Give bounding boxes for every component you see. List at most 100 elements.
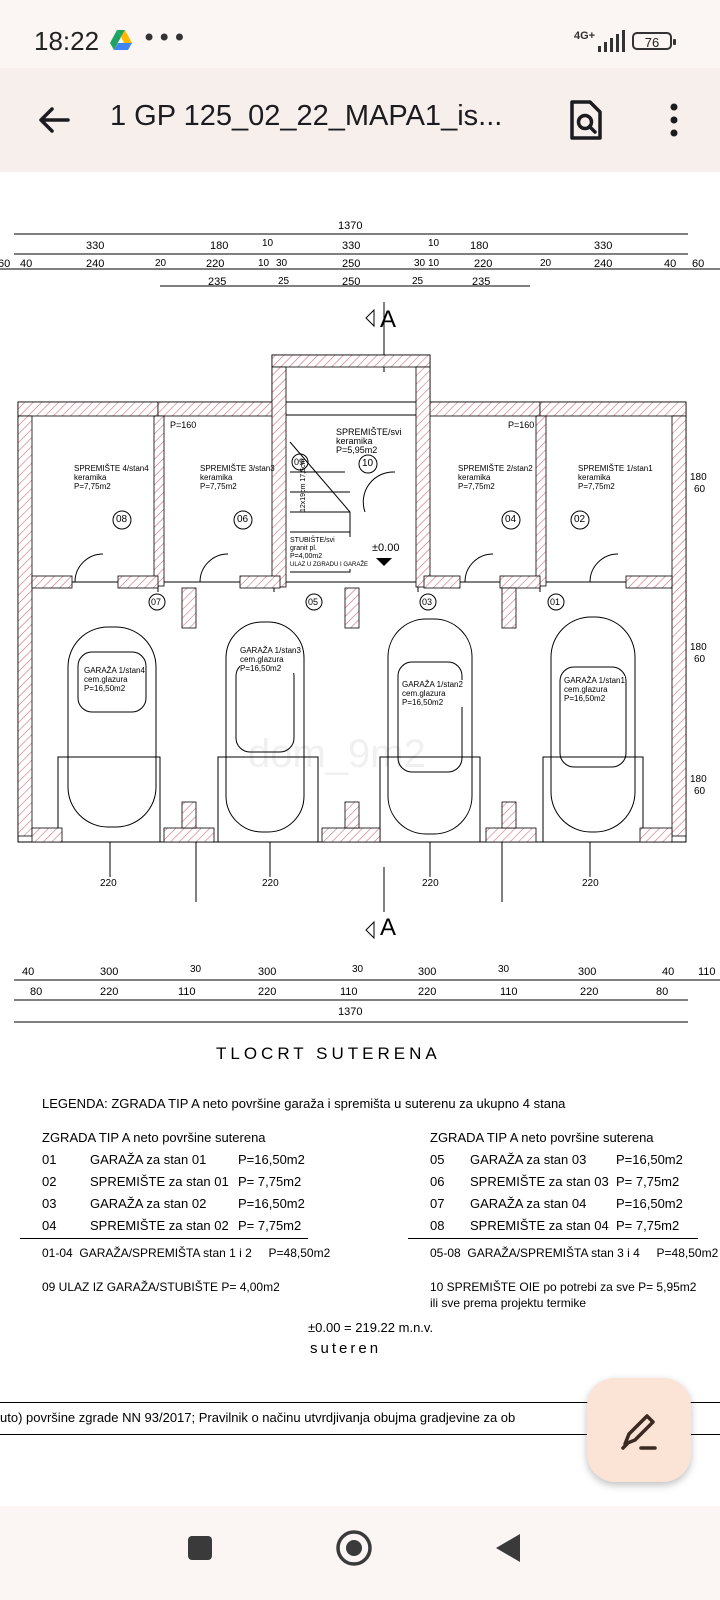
room-number: 04 — [505, 514, 517, 525]
room-number: 08 — [116, 514, 128, 525]
dim-bottom: 110 — [340, 986, 358, 998]
search-document-icon[interactable] — [564, 98, 608, 142]
watermark: dom_9m2 — [248, 732, 426, 776]
dim-bottom: 300 — [418, 966, 437, 978]
elevation-note: ±0.00 = 219.22 m.n.v. — [308, 1320, 434, 1335]
dim-top: 10 — [428, 258, 440, 269]
legend-divider — [408, 1238, 698, 1239]
legend-title: LEGENDA: ZGRADA TIP A neto površine gara… — [42, 1096, 566, 1111]
legend-left-extra: 09 ULAZ IZ GARAŽA/STUBIŠTE P= 4,00m2 — [42, 1280, 280, 1294]
legend-left-total: 01-04 GARAŽA/SPREMIŠTA stan 1 i 2 P=48,5… — [42, 1246, 331, 1260]
legend-right-total: 05-08 GARAŽA/SPREMIŠTA stan 3 i 4 P=48,5… — [430, 1246, 719, 1260]
dim-top: 10 — [262, 238, 274, 249]
room-number: 05 — [308, 597, 319, 607]
room-07-label: GARAŽA 1/stan4 cem.glazura P=16,50m2 — [84, 666, 145, 693]
dim: 60 — [694, 484, 706, 495]
dim-top: 40 — [664, 258, 677, 270]
dim-top: 60 — [0, 258, 11, 270]
legend-right-extra: ili sve prema projektu termike — [430, 1296, 587, 1310]
dim: 60 — [694, 786, 706, 797]
dim-bottom: 40 — [22, 966, 35, 978]
dim-top: 30 — [276, 258, 288, 269]
dim-top: 330 — [594, 240, 613, 252]
dim-bottom: 220 — [418, 986, 437, 998]
dim-bottom: 40 — [662, 966, 675, 978]
dim-top: 25 — [412, 276, 424, 287]
room-number: 02 — [574, 514, 586, 525]
dim-bottom: 30 — [352, 964, 364, 975]
edit-pen-icon — [621, 1414, 657, 1450]
system-nav-bar — [0, 1506, 720, 1600]
dim-top: 330 — [86, 240, 105, 252]
floor-plan-drawing — [0, 233, 720, 1023]
dim-bottom: 110 — [698, 966, 716, 978]
room-04-label: SPREMIŠTE 2/stan2 keramika P=7,75m2 — [458, 464, 533, 491]
footer-rule — [0, 1434, 720, 1435]
dim: 220 — [582, 878, 599, 889]
dim-p160: P=160 — [508, 420, 535, 430]
document-title: 1 GP 125_02_22_MAPA1_is... — [110, 100, 503, 132]
dim-bottom: 30 — [190, 964, 202, 975]
drawing-heading: TLOCRT SUTERENA — [216, 1044, 441, 1063]
dim-bottom: 220 — [100, 986, 119, 998]
home-circle-icon[interactable] — [334, 1528, 374, 1568]
stairs-label: 12x19cm 17,5cm — [300, 458, 307, 512]
dim-top: 235 — [208, 276, 227, 288]
dim-bottom: 80 — [656, 986, 669, 998]
dim-top: 180 — [210, 240, 229, 252]
status-time: 18:22 — [34, 26, 100, 56]
room-01-label: GARAŽA 1/stan1 cem.glazura P=16,50m2 — [564, 676, 625, 703]
more-vert-icon[interactable] — [652, 98, 696, 142]
section-marker-top: A — [380, 306, 397, 333]
dim-top: 40 — [20, 258, 33, 270]
dim-top: 240 — [594, 258, 613, 270]
battery-icon: 76 — [632, 32, 676, 50]
back-arrow-icon[interactable] — [30, 96, 78, 144]
dim-bottom: 30 — [498, 964, 510, 975]
edit-fab-button[interactable] — [587, 1378, 691, 1482]
signal-icon — [598, 30, 625, 52]
level-name: suteren — [310, 1340, 382, 1357]
dim-bottom: 300 — [100, 966, 119, 978]
back-triangle-icon[interactable] — [494, 1532, 524, 1564]
dim-bottom: 110 — [178, 986, 196, 998]
dim-top: 20 — [540, 258, 552, 269]
dim-top: 250 — [342, 258, 361, 270]
recents-square-icon[interactable] — [186, 1534, 214, 1562]
pdf-document-view[interactable]: 1370 330 180 10 330 10 180 330 60 40 240… — [0, 172, 720, 1502]
dim-bottom: 220 — [258, 986, 277, 998]
room-number: 10 — [362, 458, 374, 469]
level-mark: ±0.00 — [372, 542, 400, 554]
dim-top: 330 — [342, 240, 361, 252]
dim-total-bottom: 1370 — [338, 1006, 363, 1018]
dim-top: 250 — [342, 276, 361, 288]
dim-bottom: 80 — [30, 986, 43, 998]
room-number: 01 — [550, 597, 561, 607]
dim: 220 — [422, 878, 439, 889]
dim-top: 25 — [278, 276, 290, 287]
app-bar: 1 GP 125_02_22_MAPA1_is... — [0, 68, 720, 172]
network-type: 4G+ — [574, 30, 596, 42]
dim-bottom: 300 — [258, 966, 277, 978]
room-02-label: SPREMIŠTE 1/stan1 keramika P=7,75m2 — [578, 464, 653, 491]
dim-top: 240 — [86, 258, 105, 270]
dim-top: 235 — [472, 276, 491, 288]
dim-bottom: 220 — [580, 986, 599, 998]
dim: 60 — [694, 654, 706, 665]
dim: 180 — [690, 472, 707, 483]
status-bar: 18:22 ••• 4G+ 76 — [0, 0, 720, 68]
section-marker-bottom: A — [380, 914, 397, 941]
room-10-label: SPREMIŠTE/svi keramika P=5,95m2 — [336, 427, 402, 455]
legend-left-header: ZGRADA TIP A neto površine suterena — [42, 1130, 266, 1145]
dim: 180 — [690, 642, 707, 653]
dim-top: 30 — [414, 258, 426, 269]
dim: 180 — [690, 774, 707, 785]
dim-total-top: 1370 — [338, 220, 363, 232]
